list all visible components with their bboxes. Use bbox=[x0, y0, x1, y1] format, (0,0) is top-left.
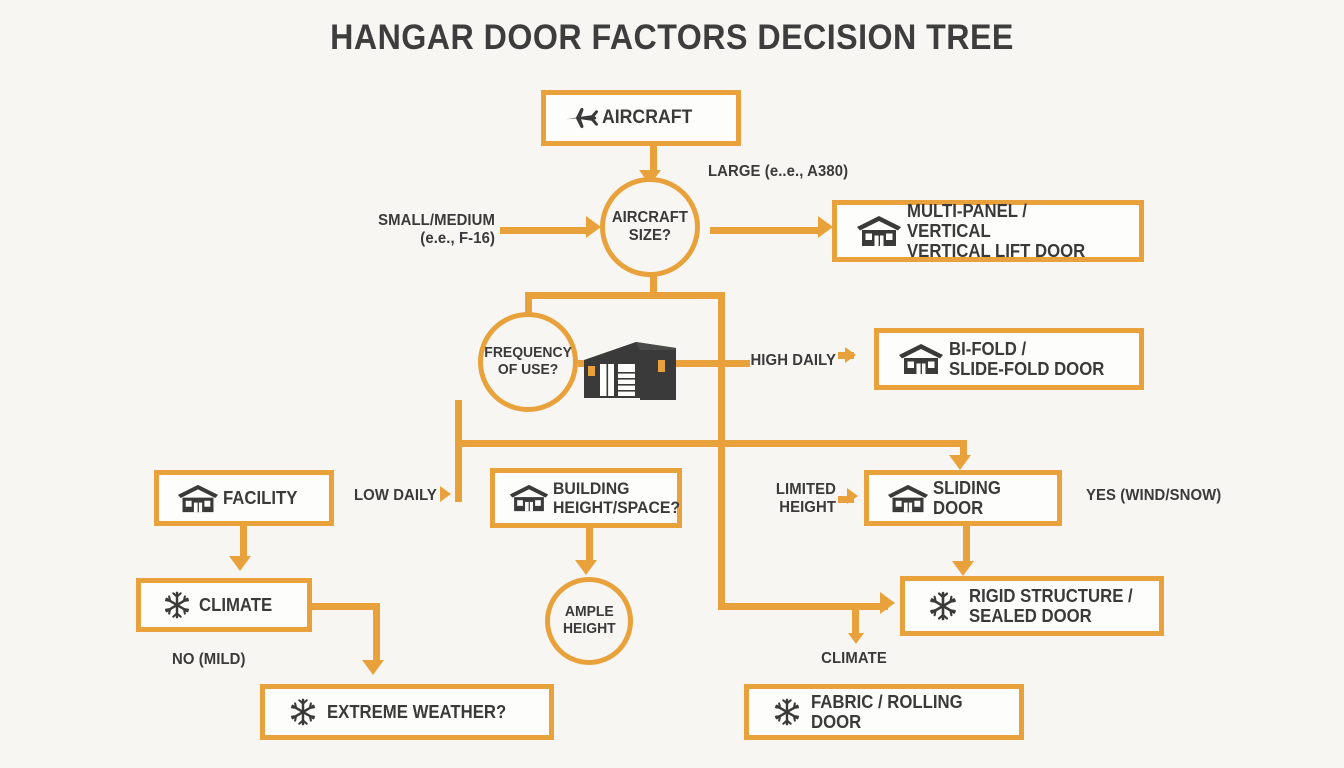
node-facility-label: FACILITY bbox=[223, 487, 298, 508]
hangar-icon bbox=[505, 483, 553, 513]
connector-bus2-to-frequency bbox=[525, 292, 532, 326]
edge-label-no-mild: NO (MILD) bbox=[172, 651, 246, 668]
connector-climate-to-extreme bbox=[373, 603, 380, 665]
arrowhead-to-ample-height bbox=[575, 560, 597, 575]
connector-illustration-to-highdaily bbox=[668, 360, 750, 367]
node-fabric-rolling-door[interactable]: FABRIC / ROLLING DOOR bbox=[744, 684, 1024, 740]
edge-label-high-daily: HIGH DAILY bbox=[750, 352, 836, 369]
node-extreme-weather[interactable]: EXTREME WEATHER? bbox=[260, 684, 554, 740]
snowflake-icon bbox=[917, 590, 969, 622]
hangar-building-illustration bbox=[578, 330, 682, 402]
edge-label-low-daily: LOW DAILY bbox=[354, 487, 437, 504]
arrowhead-trunk-to-rigid bbox=[880, 592, 895, 614]
edge-label-yes-wind-snow: YES (WIND/SNOW) bbox=[1086, 487, 1222, 504]
arrowhead-limited-height bbox=[847, 488, 858, 504]
node-bi-fold-slide-fold-door[interactable]: BI-FOLD / SLIDE-FOLD DOOR bbox=[874, 328, 1144, 390]
arrowhead-smallmedium bbox=[586, 216, 601, 238]
node-aircraft[interactable]: AIRCRAFT bbox=[541, 90, 741, 146]
node-extreme-weather-label: EXTREME WEATHER? bbox=[327, 701, 507, 722]
node-climate-label: CLIMATE bbox=[199, 594, 273, 615]
decision-aircraft-size-label: AIRCRAFT SIZE? bbox=[611, 209, 689, 244]
connector-size-to-multipanel bbox=[710, 227, 822, 234]
bus-level3 bbox=[455, 440, 967, 447]
connector-building-to-ample bbox=[586, 528, 593, 566]
airplane-icon bbox=[562, 105, 602, 131]
connector-sliding-to-rigid bbox=[963, 526, 970, 566]
connector-smallmedium-to-size bbox=[500, 227, 588, 234]
node-sliding-door-label: SLIDING DOOR bbox=[933, 477, 1001, 518]
hangar-icon bbox=[851, 214, 907, 248]
decision-ample-height-label: AMPLE HEIGHT bbox=[562, 603, 616, 637]
edge-label-limited-height: LIMITED HEIGHT bbox=[775, 481, 836, 517]
arrowhead-facility-to-climate bbox=[229, 556, 251, 571]
node-rigid-structure-label: RIGID STRUCTURE / SEALED DOOR bbox=[969, 585, 1133, 626]
hangar-icon bbox=[173, 483, 223, 514]
page-title: HANGAR DOOR FACTORS DECISION TREE bbox=[330, 18, 1014, 57]
arrowhead-size-to-multipanel bbox=[818, 216, 833, 238]
node-building-height-space[interactable]: BUILDING HEIGHT/SPACE? bbox=[490, 468, 682, 528]
node-fabric-rolling-label: FABRIC / ROLLING DOOR bbox=[811, 691, 963, 732]
connector-size-down bbox=[650, 274, 657, 298]
connector-facility-to-climate bbox=[240, 524, 247, 562]
edge-label-large: LARGE (e..e., A380) bbox=[708, 163, 849, 180]
arrowhead-to-climate-label bbox=[848, 633, 864, 644]
node-rigid-structure-sealed-door[interactable]: RIGID STRUCTURE / SEALED DOOR bbox=[900, 576, 1164, 636]
decision-aircraft-size[interactable]: AIRCRAFT SIZE? bbox=[600, 177, 700, 277]
node-facility[interactable]: FACILITY bbox=[154, 470, 334, 526]
hangar-icon bbox=[893, 342, 949, 376]
connector-trunk-to-rigid bbox=[718, 603, 888, 610]
edge-label-climate-branch: CLIMATE bbox=[821, 650, 887, 667]
node-bi-fold-label: BI-FOLD / SLIDE-FOLD DOOR bbox=[949, 338, 1105, 379]
snowflake-icon bbox=[763, 697, 811, 727]
connector-frequency-down bbox=[455, 400, 462, 444]
node-multi-panel-label: MULTI-PANEL / VERTICAL VERTICAL LIFT DOO… bbox=[907, 200, 1086, 262]
decision-ample-height[interactable]: AMPLE HEIGHT bbox=[545, 577, 633, 665]
bus-level2 bbox=[525, 292, 725, 299]
arrowhead-to-sliding-door bbox=[949, 455, 971, 470]
node-sliding-door[interactable]: SLIDING DOOR bbox=[864, 470, 1062, 526]
arrowhead-high-daily bbox=[845, 347, 856, 363]
node-climate[interactable]: CLIMATE bbox=[136, 578, 312, 632]
node-aircraft-label: AIRCRAFT bbox=[602, 107, 693, 129]
decision-frequency-of-use[interactable]: FREQUENCY OF USE? bbox=[478, 312, 578, 412]
node-building-height-label: BUILDING HEIGHT/SPACE? bbox=[553, 478, 681, 517]
connector-bus3-right-drop bbox=[960, 440, 967, 460]
connector-limitedheight-to-sliding bbox=[838, 496, 854, 503]
decision-frequency-label: FREQUENCY OF USE? bbox=[484, 344, 572, 378]
arrowhead-low-daily bbox=[440, 486, 451, 502]
node-multi-panel-vertical-lift[interactable]: MULTI-PANEL / VERTICAL VERTICAL LIFT DOO… bbox=[832, 200, 1144, 262]
snowflake-icon bbox=[155, 590, 199, 620]
edge-label-small-medium: SMALL/MEDIUM (e.e., F-16) bbox=[378, 212, 495, 248]
arrowhead-sliding-to-rigid bbox=[952, 561, 974, 576]
hangar-icon bbox=[883, 483, 933, 514]
connector-bus2-right-drop bbox=[718, 292, 725, 444]
connector-climate-right bbox=[308, 603, 380, 610]
connector-rigid-branch-to-climate bbox=[852, 603, 859, 637]
snowflake-icon bbox=[279, 697, 327, 727]
arrowhead-to-extreme-weather bbox=[362, 660, 384, 675]
connector-bus3-left-drop bbox=[455, 440, 462, 502]
connector-trunk-long bbox=[718, 444, 725, 607]
connector-aircraft-to-size bbox=[650, 146, 657, 174]
